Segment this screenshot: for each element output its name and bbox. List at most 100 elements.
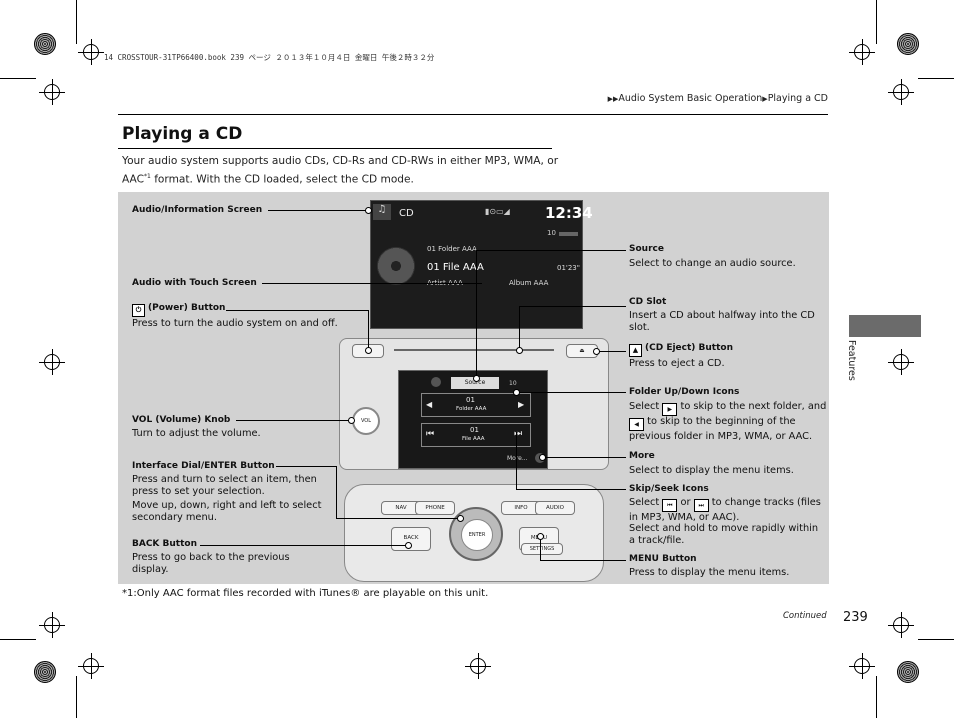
audio-info-screen-label: Audio/Information Screen	[132, 205, 263, 215]
folder-desc-text: Select	[629, 401, 660, 412]
registration-mark-icon	[465, 653, 491, 679]
crop-line	[918, 639, 954, 640]
skip-seek-desc-2: Select and hold to move rapidly within a…	[629, 523, 819, 546]
skip-seek-label: Skip/Seek Icons	[629, 484, 709, 494]
enter-button[interactable]: ENTER	[461, 519, 493, 551]
pointer-line	[262, 283, 482, 284]
registration-disc-icon	[34, 33, 56, 55]
status-icons: ▮⊙▭◢	[485, 207, 510, 216]
skip-seek-desc: Select ⏮ or ⏭ to change tracks (files in…	[629, 497, 827, 524]
pointer-line	[336, 466, 337, 518]
source-button[interactable]: Source	[451, 377, 499, 389]
volume-level: 10	[547, 229, 556, 237]
music-note-icon: ♫	[373, 204, 391, 220]
lower-control-panel: NAV PHONE INFO AUDIO BACK MENU SETTINGS …	[344, 484, 604, 582]
audio-touch-screen-label: Audio with Touch Screen	[132, 278, 257, 288]
folder-down-icon[interactable]: ◀	[426, 400, 433, 409]
crop-line	[0, 639, 36, 640]
folder-number: 01	[466, 396, 475, 404]
vol-knob[interactable]: VOL	[352, 407, 380, 435]
pointer-dot	[365, 207, 372, 214]
page-title: Playing a CD	[122, 124, 243, 144]
pointer-dot	[365, 347, 372, 354]
settings-button[interactable]: SETTINGS	[521, 543, 563, 555]
skip-back-icon[interactable]: ⏮	[426, 429, 435, 439]
power-indicator-icon	[431, 377, 441, 387]
eject-icon: ⏏	[579, 348, 585, 354]
registration-mark-icon	[39, 349, 65, 375]
registration-mark-icon	[78, 653, 104, 679]
vol-knob-label: VOL (Volume) Knob	[132, 415, 231, 425]
folder-icons-label: Folder Up/Down Icons	[629, 387, 740, 397]
track-time: 01'23"	[557, 264, 580, 272]
touch-volume: 10	[509, 380, 517, 387]
audio-button[interactable]: AUDIO	[535, 501, 575, 515]
skip-desc-text: or	[680, 497, 691, 508]
eject-button-desc: Press to eject a CD.	[629, 358, 725, 369]
footnote-ref: *1	[144, 173, 151, 180]
info-button[interactable]: INFO	[501, 501, 541, 515]
pointer-dot	[457, 515, 464, 522]
skip-forward-icon[interactable]: ⏭	[514, 429, 523, 439]
crop-line	[918, 78, 954, 79]
source-desc: Select to change an audio source.	[629, 258, 796, 269]
folder-up-icon[interactable]: ▶	[518, 400, 525, 409]
pointer-line	[519, 306, 520, 350]
folder-line: 01 Folder AAA	[427, 245, 477, 253]
power-button-title: (Power) Button	[148, 303, 226, 313]
pointer-line	[368, 310, 369, 352]
breadcrumb-item[interactable]: Playing a CD	[767, 93, 828, 104]
crop-line	[0, 78, 36, 79]
album-line: Album AAA	[509, 279, 549, 287]
registration-mark-icon	[849, 653, 875, 679]
pointer-dot	[537, 533, 544, 540]
pointer-dot	[473, 375, 480, 382]
screen-mode: CD	[399, 208, 414, 219]
pointer-dot	[513, 389, 520, 396]
file-line: 01 File AAA	[427, 262, 484, 273]
folder-control: ◀ 01 Folder AAA ▶	[421, 393, 531, 417]
back-button-label: BACK Button	[132, 539, 197, 549]
phone-button[interactable]: PHONE	[415, 501, 455, 515]
pointer-line	[200, 545, 408, 546]
touch-screen: Source 10 ◀ 01 Folder AAA ▶ ⏮ 01 File AA…	[398, 370, 548, 469]
intro-line: Your audio system supports audio CDs, CD…	[122, 155, 559, 167]
pointer-line	[519, 306, 626, 307]
eject-button-label: ▲(CD Eject) Button	[629, 343, 733, 357]
registration-mark-icon	[888, 349, 914, 375]
pointer-line	[542, 457, 626, 458]
eject-icon: ▲	[629, 344, 642, 357]
track-control: ⏮ 01 File AAA ⏭	[421, 423, 531, 447]
crop-line	[76, 676, 77, 718]
power-icon: ⏻	[132, 304, 145, 317]
pointer-line	[226, 310, 368, 311]
registration-mark-icon	[39, 79, 65, 105]
pointer-line	[336, 518, 460, 519]
cd-icon	[377, 247, 415, 285]
folder-down-icon: ◀	[629, 418, 644, 431]
crop-line	[876, 676, 877, 718]
pointer-dot	[516, 347, 523, 354]
pointer-line	[236, 420, 352, 421]
breadcrumb-item[interactable]: Audio System Basic Operation	[618, 93, 763, 104]
volume-bar	[559, 232, 578, 236]
breadcrumb: ▶▶Audio System Basic Operation▶Playing a…	[608, 93, 828, 104]
interface-dial-label: Interface Dial/ENTER Button	[132, 461, 275, 471]
page-number: 239	[843, 610, 868, 625]
source-label: Source	[629, 244, 664, 254]
cd-slot-label: CD Slot	[629, 297, 667, 307]
cd-slot[interactable]	[394, 349, 554, 351]
cd-slot-desc: Insert a CD about halfway into the CD sl…	[629, 310, 815, 333]
file-number: 01	[470, 426, 479, 434]
more-button[interactable]: More...	[507, 455, 528, 462]
pointer-dot	[539, 454, 546, 461]
pointer-dot	[593, 348, 600, 355]
intro-text: format. With the CD loaded, select the C…	[150, 173, 414, 186]
pointer-line	[516, 392, 626, 393]
nav-button[interactable]: NAV	[381, 501, 421, 515]
pointer-line	[596, 351, 626, 352]
vol-knob-desc: Turn to adjust the volume.	[132, 428, 261, 439]
interface-dial-desc-2: Move up, down, right and left to select …	[132, 500, 322, 523]
power-button-desc: Press to turn the audio system on and of…	[132, 318, 338, 329]
screen-clock: 12:34	[545, 204, 593, 222]
